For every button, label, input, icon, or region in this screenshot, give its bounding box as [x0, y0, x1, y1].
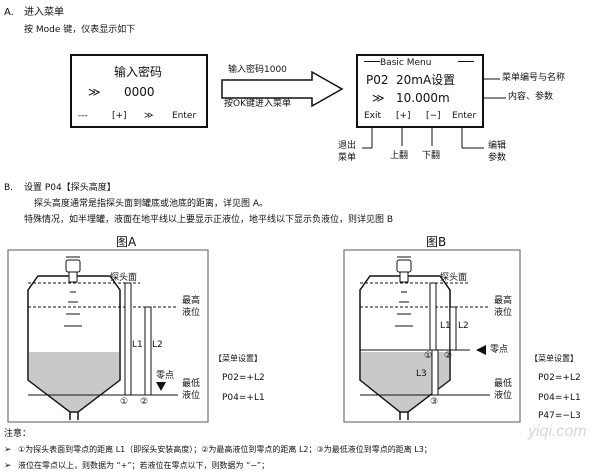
screen-menu-value: 10.000m: [396, 91, 450, 105]
screen-menu-name: 20mA设置: [396, 73, 456, 87]
fig-b-l1: L1: [440, 321, 451, 331]
section-b-marker: B.: [4, 183, 14, 193]
fig-a-probe-face: 探头面: [110, 273, 138, 283]
screen-password-value: 0000: [124, 85, 155, 99]
screen-menu-header: Basic Menu: [380, 58, 432, 68]
screen-password-arrow: ≫: [88, 85, 101, 99]
fig-a-frame: [7, 249, 209, 423]
fig-b-setting-2: P04=+L1: [538, 393, 581, 403]
fig-a-min-2: 液位: [182, 391, 201, 401]
section-b-line-2: 特殊情况，如半埋罐，液面在地平线以上要显示正液位，地平线以下显示负液位，则详见图…: [24, 215, 394, 225]
fig-a-max-2: 液位: [182, 308, 201, 318]
section-a-marker: A.: [4, 7, 14, 18]
screen-right-btn-minus: [−]: [426, 111, 441, 121]
fig-b-l2: L2: [458, 321, 469, 331]
section-a-instruction: 按 Mode 键，仪表显示如下: [24, 25, 136, 35]
fig-b-circle-3: ③: [430, 397, 439, 407]
fig-b-liquid: [361, 352, 449, 411]
section-b-title: 设置 P04【探头高度】: [24, 183, 116, 193]
screen-left-btn-3: ≫: [144, 111, 154, 121]
fig-b-max-2: 液位: [494, 308, 513, 318]
fig-a-max-1: 最高: [182, 296, 201, 306]
screen-password: 输入密码 ≫ 0000 --- [+] ≫ Enter: [70, 54, 208, 128]
big-arrow-shape: [221, 70, 344, 108]
screen-right-btn-plus: [+]: [396, 111, 411, 121]
fig-a-zero: 零点: [156, 371, 175, 381]
screen-left-btn-4: Enter: [172, 111, 197, 121]
arrow-label-bottom: 按OK键进入菜单: [224, 99, 291, 109]
notes-heading: 注意：: [4, 429, 32, 439]
fig-b-max-1: 最高: [494, 296, 513, 306]
screen-menu-arrow: ≫: [372, 91, 385, 105]
header-rule-right: [458, 61, 474, 62]
callout-exit-1: 退出: [338, 141, 357, 151]
callout-up: 上翻: [390, 151, 409, 161]
fig-a-setting-2: P04=+L1: [222, 393, 265, 403]
fig-b-frame: [343, 249, 521, 423]
fig-a-l1: L1: [132, 340, 143, 350]
screen-password-label: 输入密码: [114, 65, 163, 79]
fig-b-title: 图B: [426, 235, 447, 249]
fig-b-menu-title: 【菜单设置】: [530, 354, 578, 363]
callout-exit-2: 菜单: [338, 153, 357, 163]
fig-b-circle-1: ①: [424, 351, 433, 361]
fig-a-circle-1: ①: [120, 397, 129, 407]
fig-b-circle-2: ②: [444, 351, 453, 361]
notes-bullet-marker-2: ➢: [4, 461, 12, 471]
screen-basic-menu: Basic Menu P02 20mA设置 ≫ 10.000m Exit [+]…: [356, 54, 484, 128]
fig-a-circle-2: ②: [140, 397, 149, 407]
fig-a-min-1: 最低: [182, 379, 201, 389]
fig-b-probe-face: 探头面: [440, 273, 468, 283]
fig-a-liquid: [29, 352, 119, 411]
section-b-line-1: 探头高度通常是指探头面到罐底或池底的距离，详见图 A。: [34, 199, 269, 209]
watermark: yiqi.com: [528, 423, 587, 440]
arrow-label-top: 输入密码1000: [228, 65, 287, 75]
fig-b-setting-1: P02=+L2: [538, 373, 581, 383]
screen-left-btn-2: [+]: [112, 111, 127, 121]
fig-a-title: 图A: [116, 235, 137, 249]
callout-edit-2: 参数: [488, 153, 507, 163]
fig-b-min-1: 最低: [494, 379, 513, 389]
callout-menu-number-name: 菜单编号与名称: [502, 73, 566, 83]
fig-a-menu-title: 【菜单设置】: [214, 354, 262, 363]
section-a-title: 进入菜单: [24, 7, 64, 18]
screen-right-btn-enter: Enter: [452, 111, 477, 121]
callout-content-param: 内容、参数: [508, 92, 554, 102]
notes-bullet-marker-1: ➢: [4, 445, 12, 455]
fig-b-l3: L3: [416, 369, 427, 379]
fig-b-min-2: 液位: [494, 391, 513, 401]
fig-a-setting-1: P02=+L2: [222, 373, 265, 383]
callout-down: 下翻: [422, 151, 441, 161]
notes-bullet-2: 液位在零点以上，则数据为 “+”；若液位在零点以下，则数据为 “−”；: [18, 461, 270, 470]
header-rule-left: [364, 61, 380, 62]
notes-bullet-1: ①为探头表面到零点的距离 L1（即探头安装高度）；②为最高液位到零点的距离 L2…: [18, 445, 432, 454]
fig-b-setting-3: P47=−L3: [538, 411, 581, 421]
screen-menu-code: P02: [366, 73, 389, 87]
fig-b-zero: 零点: [490, 345, 509, 355]
fig-a-l2: L2: [152, 340, 163, 350]
screen-right-btn-exit: Exit: [364, 111, 382, 121]
screen-left-btn-1: ---: [78, 111, 88, 121]
callout-edit-1: 编辑: [488, 141, 507, 151]
